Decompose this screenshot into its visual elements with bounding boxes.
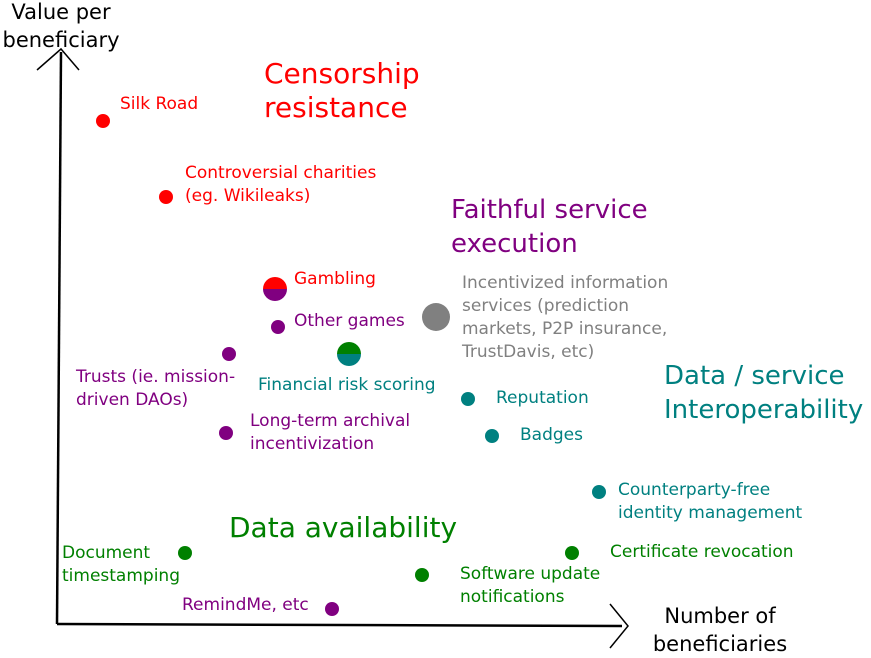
- label-document-timestamping: Document timestamping: [62, 543, 180, 586]
- label-counterparty-free-identity: Counterparty-free identity management: [618, 480, 803, 523]
- label-controversial-charities: Controversial charities (eg. Wikileaks): [185, 163, 377, 206]
- marker-other-games: [271, 320, 285, 334]
- y-axis: [36, 47, 80, 625]
- marker-bottom-half: [263, 289, 287, 301]
- marker-top-half: [263, 277, 287, 289]
- label-incentivized-information-services: Incentivized information services (predi…: [462, 273, 669, 362]
- label-trusts: Trusts (ie. mission- driven DAOs): [76, 367, 236, 410]
- marker-gambling: [263, 277, 287, 301]
- label-certificate-revocation: Certificate revocation: [610, 542, 794, 562]
- marker-bottom-half: [337, 354, 361, 366]
- label-remindme: RemindMe, etc: [182, 595, 309, 615]
- marker-controversial-charities-eg-wikileaks: [159, 190, 173, 204]
- y-axis-arrowhead: [36, 47, 80, 71]
- marker-reputation: [461, 392, 475, 406]
- label-other-games: Other games: [294, 311, 405, 331]
- category-faithful-service-execution: Faithful service execution: [451, 195, 648, 259]
- marker-document-timestamping: [178, 546, 192, 560]
- label-silk-road: Silk Road: [120, 94, 199, 114]
- marker-certificate-revocation: [565, 546, 579, 560]
- label-financial-risk-scoring: Financial risk scoring: [258, 375, 436, 395]
- marker-incentivized-information-services-prediction-markets-p2p-insurance-trustdavis-etc: [422, 303, 450, 331]
- category-data-service-interoperability: Data / service Interoperability: [664, 361, 864, 425]
- label-long-term-archival: Long-term archival incentivization: [250, 411, 411, 454]
- x-axis: [56, 603, 629, 649]
- marker-counterparty-free-identity-management: [592, 485, 606, 499]
- category-data-availability: Data availability: [229, 511, 458, 544]
- marker-badges: [485, 429, 499, 443]
- y-axis-title: Value per beneficiary: [2, 0, 120, 52]
- item-markers: [96, 114, 606, 616]
- label-reputation: Reputation: [496, 388, 589, 408]
- category-censorship-resistance: Censorship resistance: [264, 57, 420, 124]
- label-gambling: Gambling: [294, 269, 376, 289]
- x-axis-title: Number of beneficiaries: [652, 604, 788, 656]
- marker-long-term-archival-incentivization: [219, 426, 233, 440]
- label-software-update-notifications: Software update notifications: [460, 564, 601, 607]
- x-axis-arrowhead: [609, 603, 629, 649]
- marker-software-update-notifications: [415, 568, 429, 582]
- marker-trusts-ie-mission-driven-daos: [222, 347, 236, 361]
- label-badges: Badges: [520, 425, 583, 445]
- marker-remindme-etc: [325, 602, 339, 616]
- marker-top-half: [337, 342, 361, 354]
- marker-financial-risk-scoring: [337, 342, 361, 366]
- marker-silk-road: [96, 114, 110, 128]
